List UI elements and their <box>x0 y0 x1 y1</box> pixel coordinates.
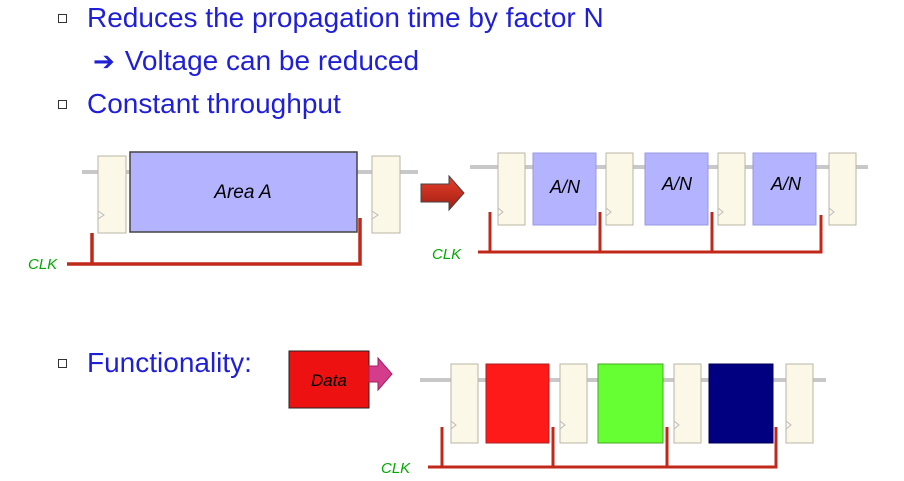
data-label: Data <box>311 371 347 390</box>
register <box>605 152 634 226</box>
arrow-right-icon: ➔ <box>93 45 115 76</box>
clock-marker <box>497 207 504 217</box>
square-bullet-icon <box>58 358 67 368</box>
bullet-propagation-text: Reduces the propagation time by factor N <box>87 2 604 33</box>
stage-block-red <box>485 363 550 444</box>
clock-wire <box>67 218 362 266</box>
bullet-functionality: Functionality: <box>58 349 252 377</box>
bullet-functionality-text: Functionality: <box>87 347 252 378</box>
bullet-propagation: Reduces the propagation time by factor N <box>58 4 604 32</box>
register <box>785 363 814 444</box>
register <box>450 363 479 444</box>
diagram-functionality: Data CLK <box>288 350 826 477</box>
clock-marker <box>828 207 835 217</box>
arrow-right-icon <box>420 174 465 212</box>
logic-block <box>532 152 597 226</box>
diagram-pipelined: A/N A/N A/N CLK <box>432 152 868 263</box>
register <box>559 363 588 444</box>
stage-block-navy <box>708 363 774 444</box>
clock-marker <box>97 210 105 220</box>
logic-block <box>644 152 709 226</box>
register <box>97 155 127 234</box>
register <box>828 152 857 226</box>
logic-block <box>752 152 817 226</box>
clk-label: CLK <box>381 460 411 477</box>
clock-wire <box>478 215 823 254</box>
clk-label: CLK <box>28 256 58 273</box>
block-label: A/N <box>661 174 693 194</box>
clock-marker <box>717 207 724 217</box>
block-label: A/N <box>770 174 802 194</box>
clk-label: CLK <box>432 246 462 263</box>
diagram-unpipelined: Area A CLK <box>28 151 418 273</box>
bullet-throughput-text: Constant throughput <box>87 88 341 119</box>
clock-wire <box>428 427 778 469</box>
register <box>497 152 526 226</box>
register <box>717 152 746 226</box>
block-label: Area A <box>213 182 271 203</box>
data-block <box>288 350 370 409</box>
bullet-throughput: Constant throughput <box>58 90 341 118</box>
clock-marker <box>605 207 612 217</box>
logic-block-area-a <box>129 151 358 233</box>
clock-marker <box>785 420 792 430</box>
arrow-right-icon <box>368 356 393 392</box>
square-bullet-icon <box>58 13 67 23</box>
sub-bullet-voltage-text: Voltage can be reduced <box>124 45 420 76</box>
clock-marker <box>559 420 566 430</box>
sub-bullet-voltage: ➔ Voltage can be reduced <box>93 45 419 77</box>
clock-marker <box>371 210 379 220</box>
clock-marker <box>673 420 680 430</box>
square-bullet-icon <box>58 99 67 109</box>
block-label: A/N <box>549 177 581 197</box>
register <box>673 363 702 444</box>
clock-marker <box>450 420 457 430</box>
stage-block-green <box>597 363 664 444</box>
register <box>371 155 401 234</box>
